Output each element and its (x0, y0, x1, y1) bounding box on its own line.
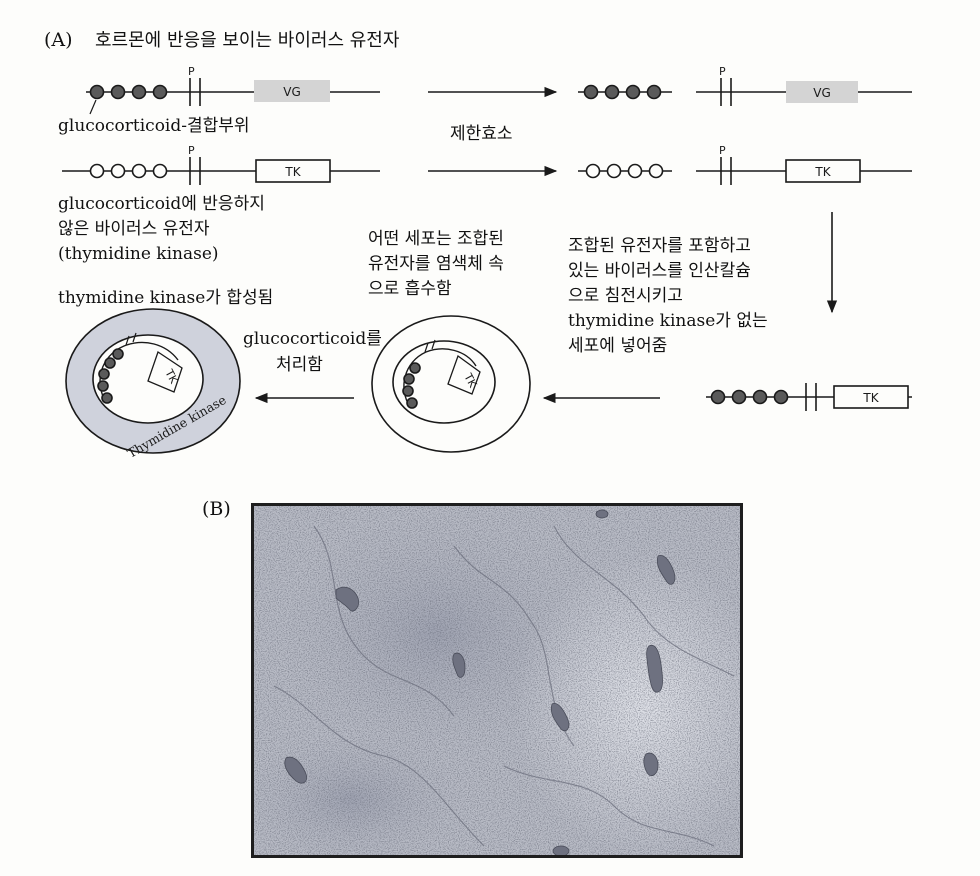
treatment-label-2: 처리함 (276, 355, 323, 375)
tk-gene-label: TK (284, 165, 301, 179)
vg-gene-label-cut: VG (813, 86, 831, 100)
treatment-label-1: glucocorticoid를 (243, 329, 382, 349)
promoter-label-1: P (188, 65, 195, 78)
gene-construct-diagram: P P P P VG VG TK TK TK TK TK Thymidine k… (62, 65, 912, 461)
binding-site-label: glucocorticoid-결합부위 (58, 116, 250, 136)
tk-gene-box (255, 159, 331, 183)
cut-vg-fragment (696, 78, 912, 106)
vg-gene-box (254, 80, 330, 102)
nonresponsive-gene-construct (62, 157, 380, 185)
precipitation-label-4: thymidine kinase가 없는 (568, 311, 768, 331)
responsive-gene-construct (86, 78, 380, 115)
panel-a-title: 호르몬에 반응을 보이는 바이러스 유전자 (95, 30, 400, 51)
cut-tk-fragment (696, 157, 912, 185)
uptake-label-2: 유전자를 염색체 속 (368, 254, 504, 274)
nonresponsive-gene-label-2: 않은 바이러스 유전자 (58, 219, 210, 239)
tk-gene-label-cut: TK (814, 165, 831, 179)
cut-open-fragment (578, 163, 672, 179)
stained-cells (284, 509, 676, 855)
panel-a-label: (A) (44, 29, 73, 51)
nonresponsive-gene-label-1: glucocorticoid에 반응하지 (58, 194, 265, 214)
tk-gene-label-recombinant: TK (862, 391, 879, 405)
uptake-label-1: 어떤 세포는 조합된 (368, 229, 504, 249)
promoter-label-2: P (188, 144, 195, 157)
precipitation-label-1: 조합된 유전자를 포함하고 (568, 236, 751, 256)
restriction-enzyme-label: 제한효소 (450, 124, 513, 144)
recombinant-gene-construct (706, 383, 912, 411)
promoter-label-4: P (719, 144, 726, 157)
autoradiograph-micrograph (251, 503, 743, 858)
precipitation-label-2: 있는 바이러스를 인산칼슘 (568, 261, 751, 281)
precipitation-label-5: 세포에 넣어줌 (568, 336, 668, 356)
untreated-cell (371, 315, 531, 453)
synthesized-label: thymidine kinase가 합성됨 (58, 288, 274, 308)
promoter-label-3: P (719, 65, 726, 78)
precipitation-label-3: 으로 침전시키고 (568, 286, 683, 306)
vg-gene-label: VG (283, 85, 301, 99)
panel-b-label: (B) (202, 498, 231, 520)
nonresponsive-gene-label-3: (thymidine kinase) (58, 244, 219, 264)
uptake-label-3: 으로 흡수함 (368, 279, 452, 299)
treated-cell (65, 308, 241, 454)
cut-binding-fragment (578, 84, 672, 100)
